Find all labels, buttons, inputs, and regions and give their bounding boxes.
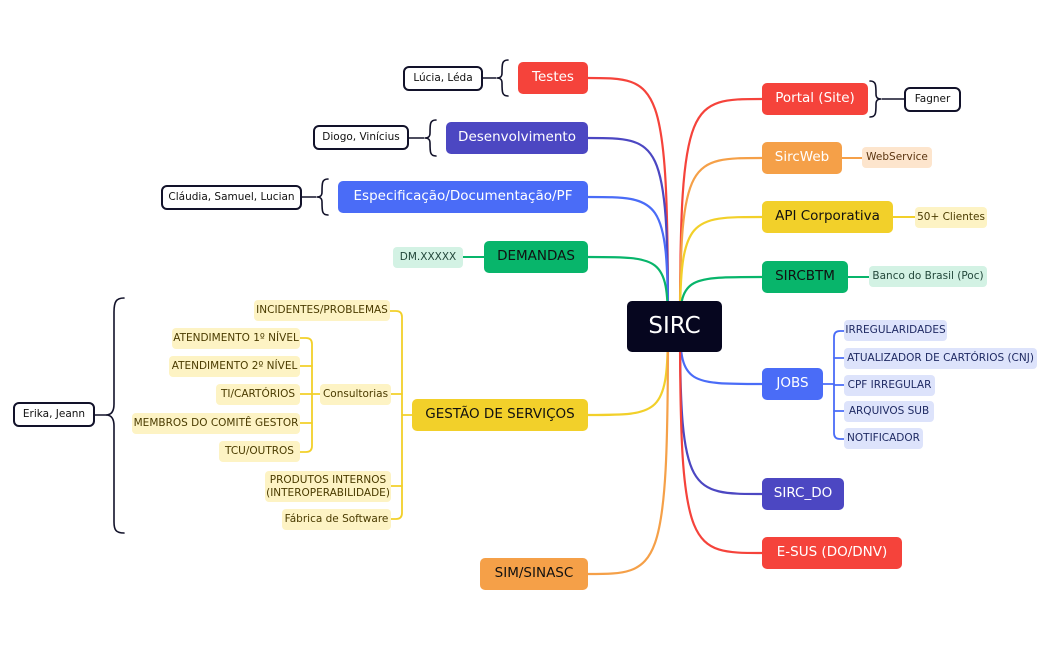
branch-sim-sinasc[interactable]: SIM/SINASC: [480, 558, 588, 590]
branch-demandas[interactable]: DEMANDAS: [484, 241, 588, 273]
branch-desenvolvimento[interactable]: Desenvolvimento: [446, 122, 588, 154]
root-node[interactable]: SIRC: [627, 301, 722, 352]
connector-line: [299, 337, 313, 453]
consultoria-item[interactable]: TCU/OUTROS: [219, 441, 300, 462]
branch-connector: [586, 195, 670, 328]
branch-connector: [586, 136, 670, 328]
people-gestao[interactable]: Erika, Jeann: [13, 402, 95, 427]
group-bracket: [316, 178, 329, 216]
jobs-item[interactable]: ATUALIZADOR DE CARTÓRIOS (CNJ): [844, 348, 1037, 369]
branch-portal[interactable]: Portal (Site): [762, 83, 868, 115]
jobs-item[interactable]: CPF IRREGULAR: [844, 375, 935, 396]
sircbtm-child[interactable]: Banco do Brasil (Poc): [869, 266, 987, 287]
demandas-child[interactable]: DM.XXXXX: [393, 247, 463, 268]
jobs-item[interactable]: NOTIFICADOR: [844, 428, 923, 449]
jobs-item[interactable]: IRREGULARIDADES: [844, 320, 947, 341]
branch-connector: [678, 97, 764, 328]
branch-connector: [586, 76, 670, 328]
group-bracket: [424, 119, 437, 157]
branch-esus[interactable]: E-SUS (DO/DNV): [762, 537, 902, 569]
consultoria-item[interactable]: ATENDIMENTO 2º NÍVEL: [169, 356, 300, 377]
group-bracket: [496, 59, 509, 97]
people-desenvolvimento[interactable]: Diogo, Vinícius: [313, 125, 409, 150]
consultoria-item[interactable]: ATENDIMENTO 1º NÍVEL: [172, 328, 300, 349]
gestao-produtos[interactable]: PRODUTOS INTERNOS (INTEROPERABILIDADE): [265, 471, 391, 502]
gestao-consultorias[interactable]: Consultorias: [320, 384, 391, 405]
branch-connector: [586, 324, 670, 576]
connector-line: [389, 310, 403, 520]
sircweb-child[interactable]: WebService: [862, 147, 932, 168]
branch-sirc-do[interactable]: SIRC_DO: [762, 478, 844, 510]
branch-connector: [678, 156, 764, 328]
group-bracket: [869, 80, 882, 118]
group-bracket: [105, 297, 125, 534]
branch-testes[interactable]: Testes: [518, 62, 588, 94]
branch-connector: [678, 215, 764, 328]
people-testes[interactable]: Lúcia, Léda: [403, 66, 483, 91]
api-child[interactable]: 50+ Clientes: [915, 207, 987, 228]
branch-gestao[interactable]: GESTÃO DE SERVIÇOS: [412, 399, 588, 431]
branch-sircweb[interactable]: SircWeb: [762, 142, 842, 174]
branch-jobs[interactable]: JOBS: [762, 368, 823, 400]
consultoria-item[interactable]: MEMBROS DO COMITÊ GESTOR: [132, 413, 300, 434]
branch-especificacao[interactable]: Especificação/Documentação/PF: [338, 181, 588, 213]
branch-sircbtm[interactable]: SIRCBTM: [762, 261, 848, 293]
gestao-fabrica[interactable]: Fábrica de Software: [282, 509, 391, 530]
people-portal[interactable]: Fagner: [904, 87, 961, 112]
branch-connector: [678, 324, 764, 555]
branch-api[interactable]: API Corporativa: [762, 201, 893, 233]
gestao-incidentes[interactable]: INCIDENTES/PROBLEMAS: [254, 300, 390, 321]
people-especificacao[interactable]: Cláudia, Samuel, Lucian: [161, 185, 302, 210]
jobs-item[interactable]: ARQUIVOS SUB: [844, 401, 934, 422]
consultoria-item[interactable]: TI/CARTÓRIOS: [216, 384, 300, 405]
